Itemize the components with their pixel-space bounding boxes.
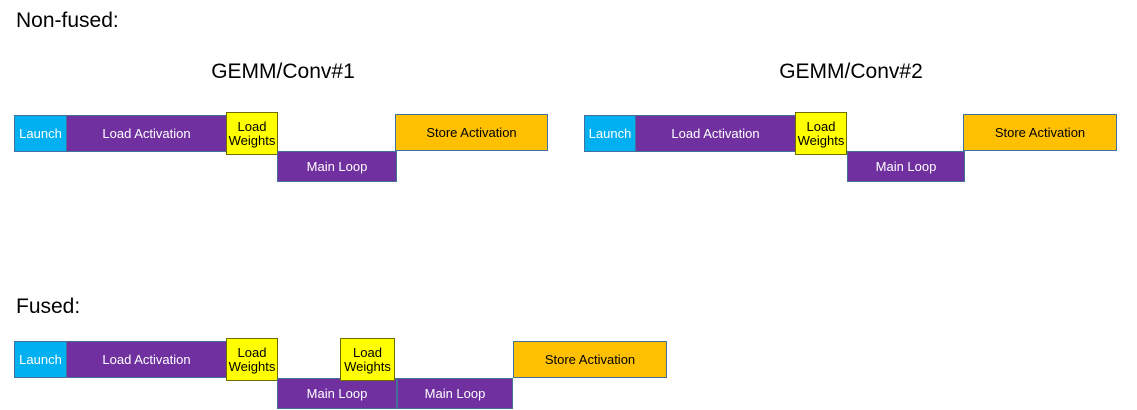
timeline-bar-label: Launch	[19, 351, 62, 367]
timeline-bar-mainloop-f2: Main Loop	[397, 378, 513, 409]
timeline-bar-loadact-2: Load Activation	[635, 115, 796, 152]
timeline-bar-label: Main Loop	[306, 385, 368, 401]
timeline-bar-label: Launch	[588, 125, 632, 141]
timeline-bar-loadact-f: Load Activation	[66, 341, 227, 378]
timeline-bar-launch-1: Launch	[14, 115, 67, 152]
section-label-non-fused: Non-fused:	[16, 9, 119, 32]
timeline-bar-storeact-2: Store Activation	[963, 114, 1117, 151]
timeline-bar-label: Store Activation	[544, 351, 636, 367]
timeline-bar-label: Load Weights	[344, 344, 391, 374]
timeline-bar-mainloop-2: Main Loop	[847, 151, 965, 182]
timeline-bar-label: Launch	[19, 125, 62, 141]
timeline-bar-storeact-1: Store Activation	[395, 114, 548, 151]
timeline-bar-loadwts-f2: Load Weights	[340, 338, 395, 381]
timeline-bar-loadwts-1: Load Weights	[226, 112, 278, 155]
section-label-fused: Fused:	[16, 295, 81, 318]
timeline-bar-loadact-1: Load Activation	[66, 115, 227, 152]
timeline-bar-label: Load Weights	[228, 344, 276, 374]
timeline-bar-loadwts-f1: Load Weights	[226, 338, 278, 381]
timeline-bar-label: Load Weights	[797, 118, 845, 148]
timeline-bar-loadwts-2: Load Weights	[795, 112, 847, 155]
timeline-bar-mainloop-1: Main Loop	[277, 151, 397, 182]
timeline-bar-label: Load Activation	[102, 351, 191, 367]
timeline-bar-label: Main Loop	[875, 158, 937, 174]
timeline-bar-label: Load Weights	[228, 118, 276, 148]
timeline-bar-launch-f: Launch	[14, 341, 67, 378]
timeline-bar-label: Load Activation	[671, 125, 760, 141]
timeline-bar-label: Main Loop	[424, 385, 486, 401]
timeline-bar-storeact-f: Store Activation	[513, 341, 667, 378]
group-title-gemm-conv-2: GEMM/Conv#2	[779, 60, 923, 83]
timeline-bar-label: Store Activation	[994, 124, 1086, 140]
timeline-bar-launch-2: Launch	[584, 115, 636, 152]
timeline-bar-label: Load Activation	[102, 125, 191, 141]
timeline-bar-label: Store Activation	[426, 124, 517, 140]
group-title-gemm-conv-1: GEMM/Conv#1	[211, 60, 355, 83]
timeline-bar-label: Main Loop	[306, 158, 368, 174]
timeline-bar-mainloop-f1: Main Loop	[277, 378, 397, 409]
